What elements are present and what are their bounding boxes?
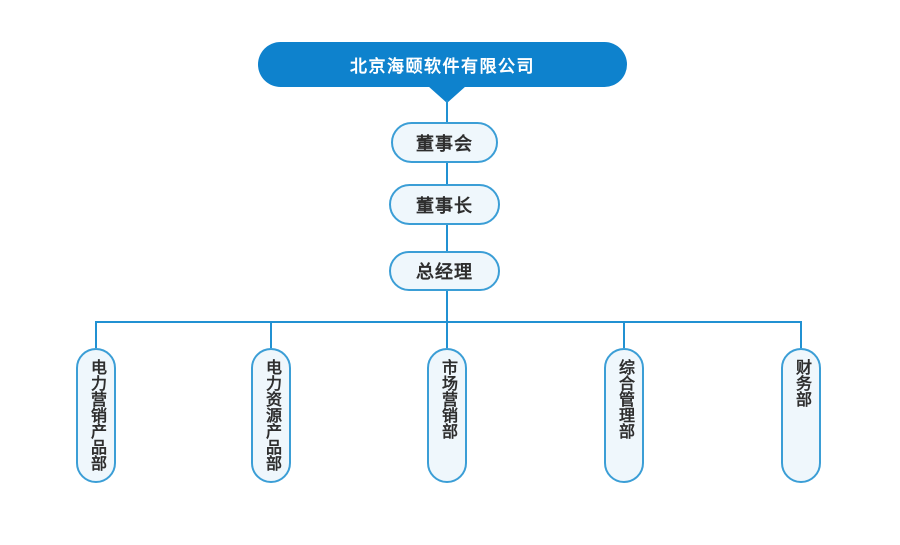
node-general-manager-label: 总经理	[416, 262, 473, 282]
node-dept-power-marketing-products: 电力营销产品部	[76, 348, 116, 483]
node-board-of-directors-label: 董事会	[416, 133, 473, 154]
connector-branch-to-dept-general-management	[623, 322, 625, 348]
node-dept-marketing: 市场营销部	[427, 348, 467, 483]
connector-general-manager-to-branch	[446, 290, 448, 322]
node-dept-marketing-label: 市场营销部	[439, 359, 456, 439]
node-chairman-label: 董事长	[416, 195, 473, 216]
connector-chairman-to-general-manager	[446, 224, 448, 252]
node-dept-power-resource-products-label: 电力资源产品部	[263, 359, 280, 471]
company-name-label: 北京海颐软件有限公司	[350, 57, 535, 76]
node-chairman: 董事长	[389, 184, 500, 225]
connector-branch-to-dept-power-marketing	[95, 322, 97, 348]
root-node-company: 北京海颐软件有限公司	[258, 42, 627, 87]
connector-company-to-board	[446, 100, 448, 122]
node-dept-power-marketing-products-label: 电力营销产品部	[88, 359, 105, 471]
node-dept-finance-label: 财务部	[793, 359, 810, 407]
node-dept-power-resource-products: 电力资源产品部	[251, 348, 291, 483]
node-dept-finance: 财务部	[781, 348, 821, 483]
connector-board-to-chairman	[446, 162, 448, 185]
root-node-pointer-tail	[428, 86, 466, 103]
node-general-manager: 总经理	[389, 251, 500, 291]
node-dept-general-management: 综合管理部	[604, 348, 644, 483]
connector-branch-to-dept-marketing	[446, 322, 448, 348]
node-board-of-directors: 董事会	[391, 122, 498, 163]
node-dept-general-management-label: 综合管理部	[616, 359, 633, 439]
connector-branch-to-dept-finance	[800, 322, 802, 348]
connector-branch-horizontal	[95, 321, 802, 323]
connector-branch-to-dept-power-resource	[270, 322, 272, 348]
